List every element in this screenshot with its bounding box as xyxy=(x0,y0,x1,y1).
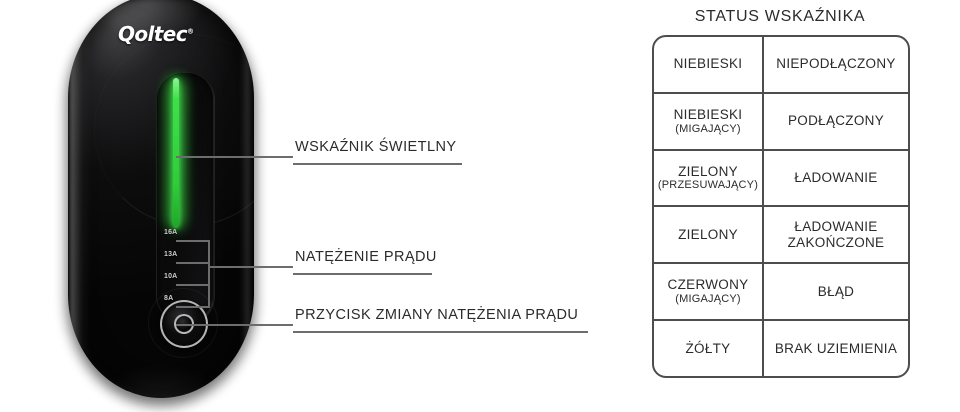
status-label: BŁĄD xyxy=(817,283,855,299)
color-label: CZERWONY xyxy=(667,277,749,293)
leader-tick-13a xyxy=(176,262,210,264)
led-light-indicator xyxy=(173,78,179,228)
table-cell-color: ZIELONY xyxy=(654,207,764,263)
table-row: NIEBIESKI (MIGAJĄCY) PODŁĄCZONY xyxy=(654,93,908,151)
underline-current-change-button xyxy=(293,331,588,333)
indicator-channel xyxy=(156,72,214,324)
status-label-line2: ZAKOŃCZONE xyxy=(787,234,885,250)
status-label: ŁADOWANIE xyxy=(794,218,878,234)
amp-label-16a: 16A xyxy=(164,229,178,236)
table-row: NIEBIESKI NIEPODŁĄCZONY xyxy=(654,37,908,94)
device-left-highlight xyxy=(70,8,92,380)
qoltec-wordmark: Qoltec xyxy=(118,22,188,46)
leader-line-current-intensity xyxy=(208,266,293,268)
color-label: ŻÓŁTY xyxy=(685,340,731,356)
indicator-status-table: NIEBIESKI NIEPODŁĄCZONY NIEBIESKI (MIGAJ… xyxy=(652,35,910,378)
table-cell-color: NIEBIESKI xyxy=(654,37,764,92)
table-cell-status: BŁĄD xyxy=(764,264,908,319)
color-label: NIEBIESKI xyxy=(673,56,743,72)
amp-label-10a: 10A xyxy=(164,273,178,280)
leader-tick-10a xyxy=(176,284,210,286)
callout-current-change-button-label: PRZYCISK ZMIANY NATĘŻENIA PRĄDU xyxy=(295,307,579,323)
amp-label-13a: 13A xyxy=(164,251,178,258)
color-note: (PRZESUWAJĄCY) xyxy=(657,179,759,192)
table-cell-status: PODŁĄCZONY xyxy=(764,94,908,149)
table-cell-status: NIEPODŁĄCZONY xyxy=(764,37,908,92)
diagram-canvas: Qoltec® 16A 13A 10A 8A WSKAŹNIK ŚWIETLNY… xyxy=(66,0,910,406)
color-label: ZIELONY xyxy=(678,226,738,242)
table-row: ŻÓŁTY BRAK UZIEMIENIA xyxy=(654,321,908,376)
table-cell-color: CZERWONY (MIGAJĄCY) xyxy=(654,264,764,320)
leader-bracket-current xyxy=(208,240,210,308)
callout-light-indicator-label: WSKAŹNIK ŚWIETLNY xyxy=(295,139,457,155)
leader-line-current-change-button xyxy=(176,324,293,326)
table-cell-status: ŁADOWANIE xyxy=(764,151,908,206)
table-cell-color: ZIELONY (PRZESUWAJĄCY) xyxy=(654,150,764,206)
registered-trademark-icon: ® xyxy=(186,27,194,36)
leader-line-light-indicator xyxy=(176,156,293,158)
status-label: BRAK UZIEMIENIA xyxy=(774,340,898,356)
leader-tick-8a xyxy=(176,306,210,308)
status-label: NIEPODŁĄCZONY xyxy=(776,56,896,72)
leader-tick-16a xyxy=(176,240,210,242)
underline-current-intensity xyxy=(293,273,432,275)
table-row: CZERWONY (MIGAJĄCY) BŁĄD xyxy=(654,264,908,322)
color-label: ZIELONY xyxy=(678,163,738,179)
color-note: (MIGAJĄCY) xyxy=(675,293,741,306)
table-cell-status: BRAK UZIEMIENIA xyxy=(764,321,908,376)
table-cell-status: ŁADOWANIE ZAKOŃCZONE xyxy=(764,207,908,262)
table-row: ZIELONY ŁADOWANIE ZAKOŃCZONE xyxy=(654,207,908,265)
button-halo xyxy=(148,288,218,358)
color-label: NIEBIESKI xyxy=(673,106,743,122)
status-label: ŁADOWANIE xyxy=(794,170,878,186)
color-note: (MIGAJĄCY) xyxy=(675,122,741,135)
ev-charger-device: Qoltec® 16A 13A 10A 8A xyxy=(56,0,266,412)
status-table-title: STATUS WSKAŹNIKA xyxy=(694,8,866,25)
table-cell-color: ŻÓŁTY xyxy=(654,321,764,376)
callout-current-intensity-label: NATĘŻENIE PRĄDU xyxy=(295,249,437,265)
table-cell-color: NIEBIESKI (MIGAJĄCY) xyxy=(654,93,764,149)
table-row: ZIELONY (PRZESUWAJĄCY) ŁADOWANIE xyxy=(654,150,908,208)
qoltec-logo: Qoltec® xyxy=(118,22,194,46)
device-body: Qoltec® 16A 13A 10A 8A xyxy=(68,0,254,398)
underline-light-indicator xyxy=(293,163,462,165)
status-label: PODŁĄCZONY xyxy=(787,113,885,129)
